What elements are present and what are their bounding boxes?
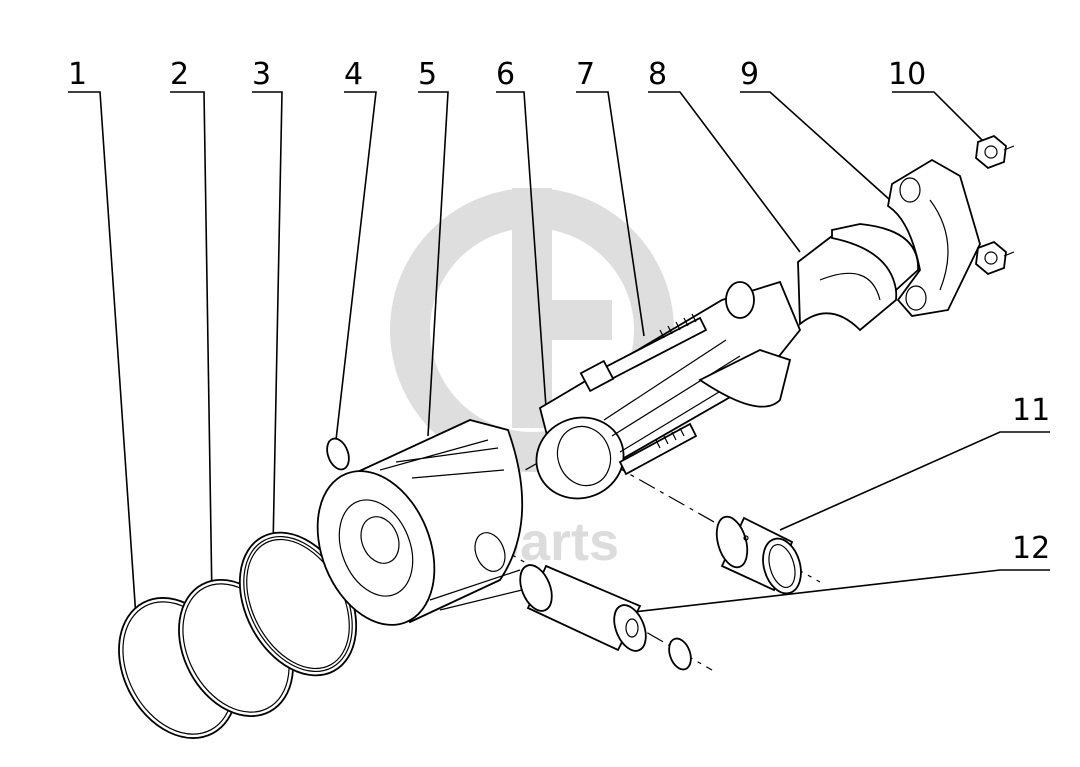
bushing-11	[715, 515, 802, 595]
leader-lines	[68, 91, 1050, 677]
callout-4: 4	[344, 57, 363, 92]
nut-10-lower	[975, 240, 1015, 276]
connecting-rod-6	[535, 280, 802, 500]
callout-10: 10	[888, 57, 926, 92]
callout-11: 11	[1012, 393, 1050, 428]
watermark-logo	[390, 188, 674, 472]
callout-5: 5	[418, 57, 437, 92]
callout-9: 9	[740, 57, 759, 92]
bolt-7	[579, 313, 708, 393]
circlip-4	[326, 437, 350, 471]
callout-3: 3	[252, 57, 271, 92]
pin-circlip	[668, 637, 692, 671]
callout-8: 8	[648, 57, 667, 92]
nut-10-upper	[975, 134, 1015, 170]
bolt-lower	[618, 422, 698, 476]
bearing-cap-9	[887, 158, 981, 317]
callout-1: 1	[68, 57, 87, 92]
callout-6: 6	[496, 57, 515, 92]
callout-12: 12	[1012, 531, 1050, 566]
bearing-shell-8	[797, 223, 919, 332]
callout-7: 7	[576, 57, 595, 92]
piston-5	[316, 419, 524, 626]
callout-2: 2	[170, 57, 189, 92]
callout-labels: 1 2 3 4 5 6 7 8 9 10 11 12	[68, 57, 1050, 566]
piston-pin-12	[519, 564, 647, 652]
